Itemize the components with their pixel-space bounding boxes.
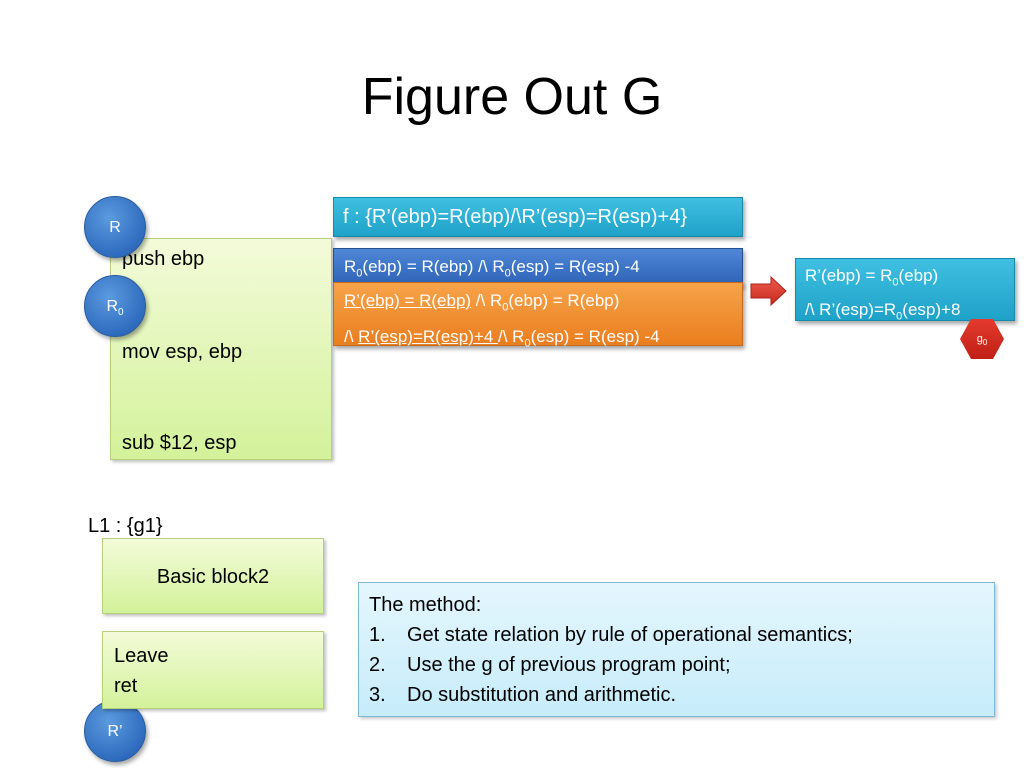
method-item-1-num: 1.	[369, 624, 386, 646]
method-item-2-num: 2.	[369, 654, 386, 676]
method-item-3-num: 3.	[369, 684, 386, 706]
orange-l1-b: (ebp) = R(ebp)	[508, 291, 620, 310]
method-heading: The method:	[369, 594, 482, 616]
orange-l2-c: (esp) = R(esp) -4	[530, 327, 660, 347]
code-line-sub: sub $12, esp	[122, 432, 237, 454]
method-item-1-text: Get state relation by rule of operationa…	[407, 624, 853, 646]
method-item-2: 2. Use the g of previous program point;	[369, 650, 994, 680]
method-item-2-text: Use the g of previous program point;	[407, 654, 731, 676]
method-item-3: 3. Do substitution and arithmetic.	[369, 680, 994, 710]
code-line-mov: mov esp, ebp	[122, 341, 243, 363]
blue-s2: 0	[504, 267, 511, 280]
f-transfer-text: f : {R’(ebp)=R(ebp)/\R’(esp)=R(esp)+4}	[343, 206, 688, 228]
g0-base: g	[976, 333, 983, 345]
label-l1: L1 : {g1}	[88, 515, 163, 537]
result-l2-a: /\ R’(esp)=R	[805, 300, 897, 320]
orange-line-1: R’(ebp) = R(ebp) /\ R0(ebp) = R(ebp)	[344, 286, 742, 322]
basic-block2-label: Basic block2	[156, 566, 270, 588]
blue-p2: (ebp) = R(ebp) /\ R	[362, 257, 505, 276]
result-relation-box: R’(ebp) = R0(ebp) /\ R’(esp)=R0(esp)+8	[795, 258, 1015, 323]
g0-sub: 0	[982, 338, 988, 348]
result-line-1: R’(ebp) = R0(ebp)	[805, 262, 1014, 296]
blue-p3: (esp) = R(esp) -4	[510, 257, 640, 276]
code-line-push: push ebp	[122, 248, 205, 270]
slide-title: Figure Out G	[361, 68, 663, 126]
state-r-circle: R	[84, 196, 146, 258]
state-r-prime-circle: R’	[84, 700, 146, 762]
code-line-leave: Leave	[114, 645, 169, 667]
code-block-2	[102, 538, 324, 614]
result-l1-a: R’(ebp) = R	[805, 266, 893, 285]
code-block-1	[110, 238, 332, 460]
result-l2-b: (esp)+8	[902, 300, 961, 320]
right-arrow-icon	[750, 275, 787, 307]
method-item-1: 1. Get state relation by rule of operatio…	[369, 620, 994, 650]
orange-l2-s: 0	[524, 337, 531, 350]
orange-l1-underlined: R’(ebp) = R(ebp)	[344, 291, 472, 310]
r0-base: R	[106, 298, 118, 315]
method-box: The method: 1. Get state relation by rule…	[358, 582, 995, 717]
method-item-3-text: Do substitution and arithmetic.	[407, 684, 677, 706]
code-line-ret: ret	[114, 675, 138, 697]
result-l1-b: (ebp)	[898, 266, 939, 285]
result-l2-s: 0	[896, 310, 903, 323]
state-r0-circle: R0	[84, 275, 146, 337]
result-line-2: /\ R’(esp)=R0(esp)+8	[805, 296, 1014, 330]
result-l1-s: 0	[892, 276, 899, 289]
r0-relation-box: R0(ebp) = R(ebp) /\ R0(esp) = R(esp) -4	[333, 248, 743, 286]
orange-l1-s: 0	[502, 301, 509, 314]
orange-l2-underlined: R’(esp)=R(esp)+4	[358, 327, 498, 347]
code-block-3	[102, 631, 324, 709]
composed-relation-box: R’(ebp) = R(ebp) /\ R0(ebp) = R(ebp) /\ …	[333, 282, 743, 350]
orange-line-2: /\ R’(esp)=R(esp)+4 /\ R0(esp) = R(esp) …	[344, 322, 742, 358]
r0-sub: 0	[118, 307, 124, 319]
blue-p1: R	[344, 257, 357, 276]
orange-l1-a: /\ R	[471, 291, 503, 310]
blue-s1: 0	[356, 267, 363, 280]
f-transfer-box: f : {R’(ebp)=R(ebp)/\R’(esp)=R(esp)+4}	[333, 197, 743, 237]
orange-l2-b: /\ R	[498, 327, 525, 347]
orange-l2-a: /\	[344, 327, 359, 347]
